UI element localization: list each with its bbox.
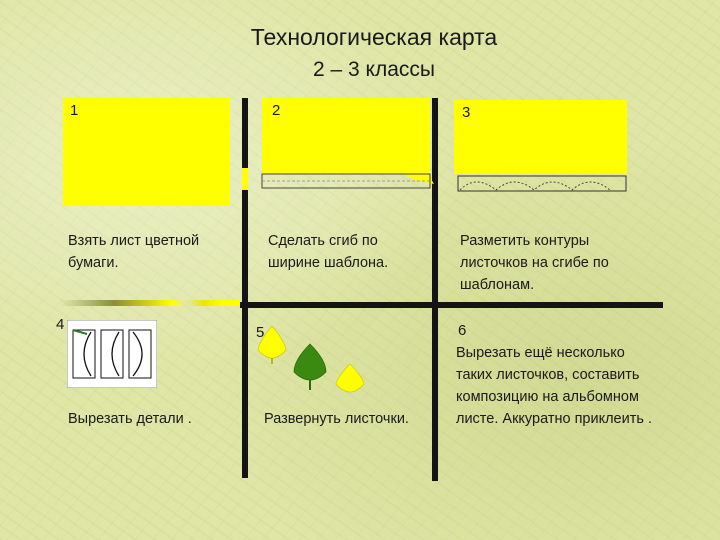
step-3-strip-edge [457,175,627,192]
step-2-paper-sheet [262,98,430,174]
grid-divider-vertical-1 [242,98,248,478]
step-2-fold-highlight [398,170,434,184]
step-1-number: 1 [70,102,79,119]
step-3-number: 3 [462,104,471,121]
step-4-caption-text: Вырезать детали . [68,411,192,427]
step-3-paper-sheet [454,100,627,174]
step-2-caption-text: Сделать сгиб по ширине шаблона. [268,233,389,271]
step-3-caption-text: Разметить контуры листочков на сгибе по … [460,233,609,293]
step-3-leaf-contours [459,181,611,191]
step-5-number: 5 [256,324,265,341]
step-3-caption: Разметить контуры листочков на сгибе по … [460,230,628,296]
step-2-caption: Сделать сгиб по ширине шаблона. [268,230,428,274]
step-5-caption-text: Развернуть листочки. [264,411,409,427]
step-4-cut-details [67,320,157,388]
step-1-paper-sheet [63,98,230,206]
step-4-number: 4 [56,316,65,333]
step-4-caption: Вырезать детали . [68,408,238,430]
step-1-caption-text: Взять лист цветной бумаги. [68,233,200,271]
step-1-caption: Взять лист цветной бумаги. [68,230,238,274]
page-subtitle: 2 – 3 классы [313,58,435,81]
step-6-caption: Вырезать ещё несколько таких листочков, … [456,342,656,430]
grid-divider-horizontal-left [60,300,240,306]
grid-divider-vertical-1-accent [242,168,248,190]
step-5-unfolded-leaves [257,325,365,393]
step-2-fold-strip [261,170,434,189]
page-title: Технологическая карта [250,24,498,50]
step-2-number: 2 [272,102,281,119]
step-3-leaf-outlines [457,175,627,192]
step-4-half-leaf-3 [128,329,152,379]
step-4-half-leaf-2 [100,329,124,379]
step-6-caption-text: Вырезать ещё несколько таких листочков, … [456,345,652,427]
leaf-green [293,343,327,390]
grid-divider-horizontal [240,302,663,308]
step-4-half-leaf-1 [72,329,96,379]
grid-divider-vertical-2 [432,98,438,481]
leaf-yellow-1 [257,325,287,364]
step-6-number: 6 [458,322,467,339]
step-5-caption: Развернуть листочки. [264,408,434,430]
leaf-yellow-2 [335,363,365,393]
